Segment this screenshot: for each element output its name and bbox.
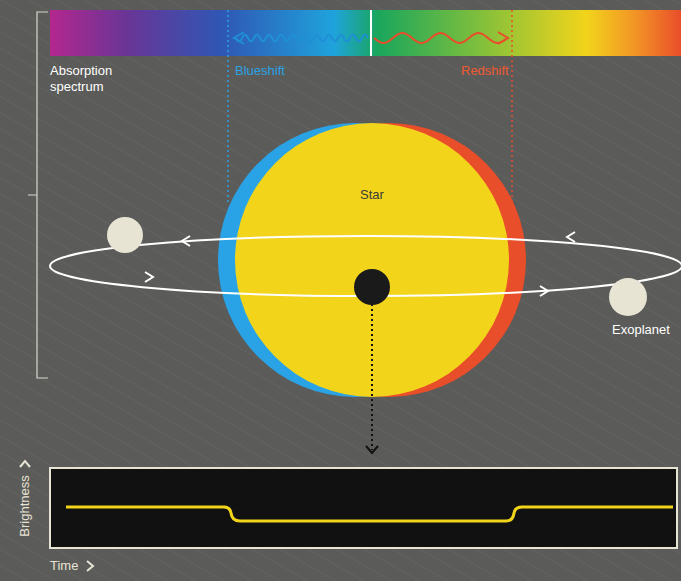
axis-label: Brightness bbox=[17, 475, 33, 536]
orbit-arrow bbox=[182, 236, 190, 246]
light-curve-panel bbox=[50, 468, 677, 548]
orbit-arrow bbox=[145, 272, 153, 282]
spectrum-label: Absorption spectrum bbox=[50, 63, 145, 95]
exoplanet-circle bbox=[107, 217, 143, 253]
orbit-arrow bbox=[567, 232, 575, 242]
transit-arrowhead bbox=[366, 446, 378, 453]
axis-chevron bbox=[20, 461, 30, 467]
blueshift-guide bbox=[227, 10, 229, 205]
star-circle bbox=[235, 123, 509, 397]
redshift-guide bbox=[511, 10, 513, 205]
blueshift-wave bbox=[236, 35, 368, 42]
bracket bbox=[28, 12, 48, 378]
redshift-label: Redshift bbox=[461, 63, 509, 79]
exoplanet-label: Exoplanet bbox=[612, 322, 670, 338]
light-curve bbox=[66, 507, 673, 521]
axis-chevron bbox=[87, 561, 93, 571]
blueshift-label: Blueshift bbox=[235, 63, 285, 79]
redshift-wave bbox=[374, 33, 506, 43]
redshift-arrowhead bbox=[498, 32, 508, 44]
node-label: Star bbox=[360, 187, 384, 203]
rest-line bbox=[370, 10, 372, 56]
axis-label: Time bbox=[50, 558, 78, 574]
spectrum-bar bbox=[50, 10, 681, 56]
exoplanet-circle bbox=[609, 278, 647, 316]
star-circle: Star bbox=[235, 123, 509, 397]
blueshift-arrowhead bbox=[234, 32, 244, 44]
orbit-arrow bbox=[540, 286, 548, 296]
node-outline bbox=[235, 123, 509, 397]
